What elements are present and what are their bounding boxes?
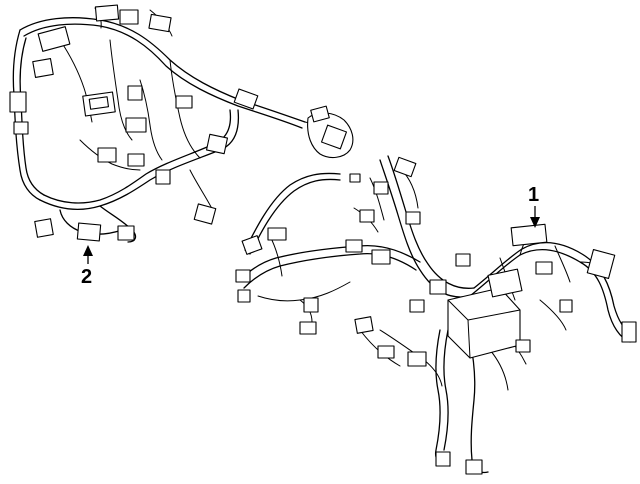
callout-1: 1 [528, 184, 540, 228]
upper-harness [9, 4, 354, 243]
lower-harness [235, 155, 637, 475]
callout-1-arrowhead [530, 217, 540, 228]
callout-1-number: 1 [528, 184, 539, 206]
callout-2: 2 [81, 245, 93, 288]
callout-2-arrowhead [83, 245, 93, 256]
callout-2-number: 2 [81, 266, 92, 288]
